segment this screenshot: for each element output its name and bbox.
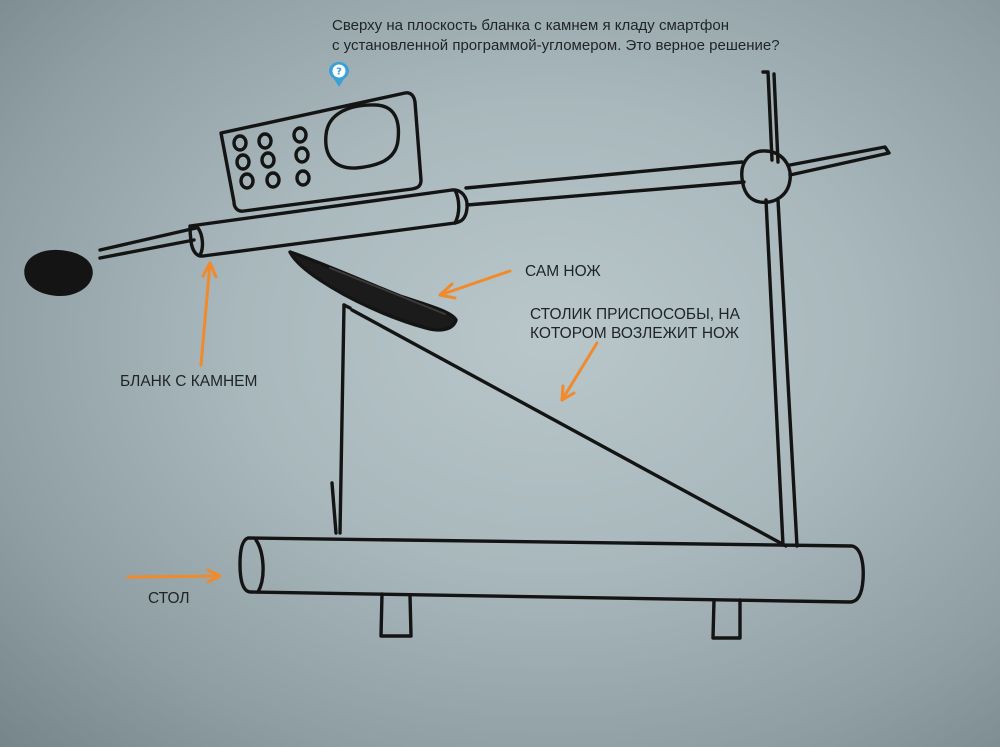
knife-drawing (288, 250, 458, 332)
label-knife-table-line-1: СТОЛИК ПРИСПОСОБЫ, НА (530, 306, 740, 323)
svg-text:?: ? (336, 67, 342, 78)
question-line-1: Сверху на плоскость бланка с камнем я кл… (332, 17, 729, 34)
smartphone-drawing (219, 91, 423, 213)
label-knife-table: СТОЛИК ПРИСПОСОБЫ, НА КОТОРОМ ВОЗЛЕЖИТ Н… (530, 305, 740, 343)
question-marker-icon[interactable]: ? (329, 62, 349, 88)
arm-rod (98, 145, 891, 260)
label-blank-with-stone: БЛАНК С КАМНЕМ (120, 373, 258, 390)
phone-screen (324, 103, 401, 170)
arrow-knife (438, 269, 512, 300)
table-top (238, 536, 865, 604)
label-table: СТОЛ (148, 590, 190, 607)
question-caption: Сверху на плоскость бланка с камнем я кл… (332, 16, 780, 56)
stand-pole (761, 70, 799, 548)
arrow-blank (199, 261, 218, 367)
arrow-knife-table (560, 341, 599, 402)
clamp-ball (740, 149, 792, 204)
label-knife: САМ НОЖ (525, 263, 601, 280)
handle-knob (24, 249, 93, 296)
table-legs (379, 592, 742, 640)
question-line-2: с установленной программой-угломером. Эт… (332, 37, 780, 54)
arrow-table (126, 568, 222, 584)
blank-with-stone (188, 188, 469, 258)
knife-table-wedge (330, 303, 788, 548)
label-knife-table-line-2: КОТОРОМ ВОЗЛЕЖИТ НОЖ (530, 325, 740, 342)
